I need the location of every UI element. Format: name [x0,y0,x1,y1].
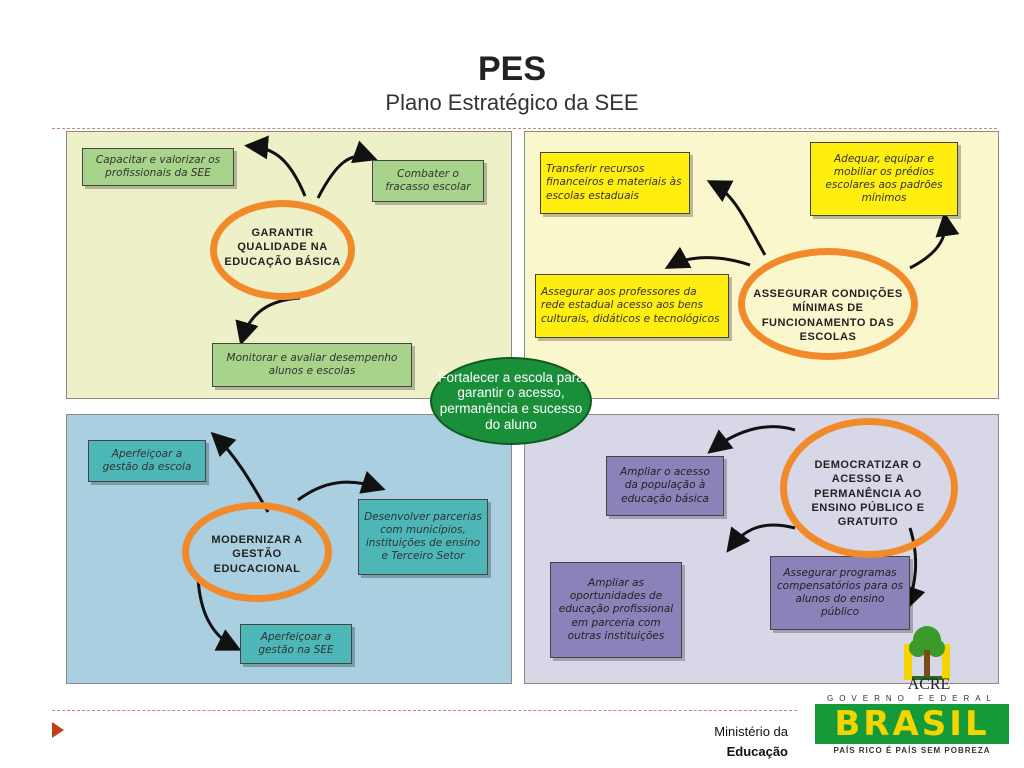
bottom-divider [52,710,797,711]
ministry-label: Ministério da Educação [714,722,788,761]
page-title: PES [477,50,547,88]
hub-ring-democratize [780,418,958,558]
box-monitorar: Monitorar e avaliar desempenho alunos e … [212,343,412,387]
box-adequar: Adequar, equipar e mobiliar os prédios e… [810,142,958,216]
hub-ring-conditions [738,248,918,360]
acre-label: ACRE [907,676,951,693]
box-combater-fracasso: Combater o fracasso escolar [372,160,484,202]
box-capacitar: Capacitar e valorizar os profissionais d… [82,148,234,186]
page-subtitle: Plano Estratégico da SEE [385,90,639,115]
hub-management: MODERNIZAR A GESTÃO EDUCACIONAL [211,534,303,575]
ministry-line2: Educação [726,743,788,759]
hub-quality: GARANTIR QUALIDADE NA EDUCAÇÃO BÁSICA [224,227,341,268]
box-educacao-profissional: Ampliar as oportunidades de educação pro… [550,562,682,658]
triangle-bullet-icon [52,722,64,738]
brasil-logo: BRASIL [815,704,1009,744]
ministry-line1: Ministério da [714,724,788,739]
box-aperfeicoar-see: Aperfeiçoar a gestão na SEE [240,624,352,664]
central-goal: Fortalecer a escola para garantir o aces… [430,357,592,445]
hub-ring-management [182,502,332,602]
box-programas-compensatorios: Assegurar programas compensatórios para … [770,556,910,630]
box-ampliar-acesso: Ampliar o acesso da população à educação… [606,456,724,516]
hub-democratize: DEMOCRATIZAR O ACESSO E A PERMANÊNCIA AO… [811,459,925,529]
hub-conditions: ASSEGURAR CONDIÇÕES MÍNIMAS DE FUNCIONAM… [753,288,903,343]
box-assegurar-professores: Assegurar aos professores da rede estadu… [535,274,729,338]
box-aperfeicoar-escola: Aperfeiçoar a gestão da escola [88,440,206,482]
acre-logo [904,626,950,680]
box-transferir: Transferir recursos financeiros e materi… [540,152,690,214]
top-divider [52,128,997,129]
gov-federal-label: GOVERNO FEDERAL [826,694,997,703]
brasil-slogan: PAÍS RICO É PAÍS SEM POBREZA [833,746,991,755]
box-parcerias: Desenvolver parcerias com municípios, in… [358,499,488,575]
hub-ring-quality [210,200,355,300]
